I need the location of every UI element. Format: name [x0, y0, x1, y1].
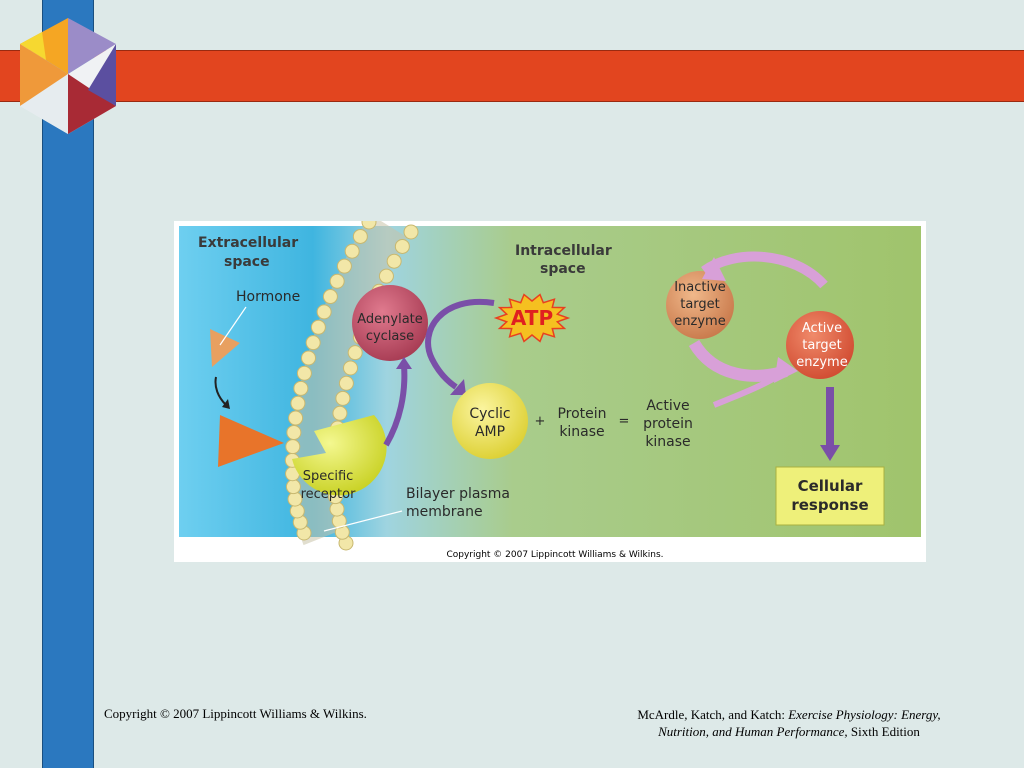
membrane-head-outer: [316, 304, 332, 320]
membrane-head-inner: [347, 345, 363, 361]
membrane-head-inner: [403, 224, 419, 240]
diagram-svg: Extracellular space Intracellular space …: [179, 221, 921, 560]
label-active-pk-3: kinase: [645, 434, 690, 450]
hormone-icon: [210, 329, 240, 367]
label-equals: =: [619, 414, 630, 429]
footer-authors: McArdle, Katch, and Katch:: [637, 707, 789, 722]
membrane-head-outer: [290, 395, 306, 411]
footer-book-title-2: Nutrition, and Human Performance,: [658, 724, 848, 739]
label-protein: Protein: [557, 406, 606, 422]
hormone-pointer-line: [219, 306, 247, 346]
membrane-head-outer: [285, 439, 301, 455]
label-active-pk-2: protein: [643, 416, 693, 432]
label-inactive-1: Inactive: [674, 280, 726, 295]
enzyme-to-response-arrow: [826, 387, 834, 445]
label-extracellular: Extracellular: [198, 235, 298, 251]
membrane-head-outer: [361, 221, 377, 230]
enzyme-to-response-arrowhead: [820, 445, 840, 461]
atp-starburst-icon: [493, 293, 571, 343]
footer-citation: McArdle, Katch, and Katch: Exercise Phys…: [600, 706, 978, 740]
footer-copyright: Copyright © 2007 Lippincott Williams & W…: [104, 706, 367, 721]
label-plus: +: [535, 414, 546, 429]
membrane-head-outer: [352, 228, 368, 244]
atp-to-camp-arrow: [425, 298, 495, 390]
membrane-head-inner: [394, 238, 410, 254]
label-intracellular: Intracellular: [515, 243, 612, 259]
label-atp: ATP: [511, 306, 553, 330]
cycle-bottom-arrowhead: [774, 357, 798, 383]
cube-logo-icon: [20, 18, 116, 134]
label-inactive-3: enzyme: [674, 314, 725, 329]
label-active-te-2: target: [802, 338, 842, 353]
hormone-arrowhead: [222, 399, 230, 409]
specific-receptor-shape: [292, 415, 387, 496]
membrane-head-outer: [310, 319, 326, 335]
label-active-pk-1: Active: [646, 398, 689, 414]
label-active-te-3: enzyme: [796, 355, 847, 370]
label-cyclase: cyclase: [366, 329, 414, 344]
membrane-head-outer: [293, 380, 309, 396]
adenylate-cyclase-shape: [352, 285, 428, 361]
label-membrane: membrane: [406, 504, 483, 520]
label-cellular: Cellular: [798, 477, 863, 495]
bilayer-pointer-line: [323, 510, 403, 532]
inactive-enzyme-shape: [666, 271, 734, 339]
label-inactive-2: target: [680, 297, 720, 312]
hormone-large-icon: [218, 415, 284, 467]
label-bilayer: Bilayer plasma: [406, 486, 510, 502]
cyclic-amp-shape: [452, 383, 528, 459]
cellular-response-box: [775, 466, 885, 526]
footer-edition: Sixth Edition: [847, 724, 920, 739]
membrane-head-outer: [288, 410, 304, 426]
label-intracellular-space: space: [540, 261, 586, 277]
receptor-to-cyclase-arrowhead: [396, 357, 412, 369]
receptor-to-cyclase-arrow: [383, 364, 408, 447]
label-specific: Specific: [303, 469, 354, 484]
membrane-head-outer: [344, 243, 360, 259]
membrane-head-inner: [335, 390, 351, 406]
active-enzyme-shape: [786, 311, 854, 379]
label-cyclic: Cyclic: [469, 406, 510, 422]
cycle-top-arrowhead: [702, 257, 726, 281]
membrane-head-outer: [296, 365, 312, 381]
membrane-head-outer: [329, 273, 345, 289]
header-red-bar: [0, 50, 1024, 102]
membrane-head-outer: [305, 335, 321, 351]
membrane-head-inner: [338, 375, 354, 391]
membrane-head-inner: [332, 405, 348, 421]
membrane-head-outer: [286, 424, 302, 440]
membrane-head-outer: [285, 479, 301, 495]
membrane-head-inner: [378, 268, 394, 284]
figure-copyright: Copyright © 2007 Lippincott Williams & W…: [446, 550, 663, 560]
label-hormone: Hormone: [236, 289, 300, 305]
membrane-head-outer: [301, 350, 317, 366]
cell-signaling-figure: Extracellular space Intracellular space …: [174, 221, 926, 562]
atp-to-camp-arrowhead: [450, 379, 466, 395]
membrane-head-outer: [336, 258, 352, 274]
label-kinase: kinase: [559, 424, 604, 440]
membrane-head-inner: [329, 501, 345, 517]
label-response: response: [791, 496, 868, 514]
membrane-head-outer: [322, 289, 338, 305]
footer-book-title-1: Exercise Physiology: Energy,: [788, 707, 941, 722]
label-amp: AMP: [475, 424, 505, 440]
label-adenylate: Adenylate: [357, 312, 423, 327]
membrane-head-inner: [343, 360, 359, 376]
label-receptor: receptor: [301, 487, 357, 502]
label-active-te-1: Active: [802, 321, 842, 336]
membrane-head-inner: [386, 253, 402, 269]
hormone-arrow: [214, 376, 227, 406]
label-extracellular-space: space: [224, 254, 270, 270]
